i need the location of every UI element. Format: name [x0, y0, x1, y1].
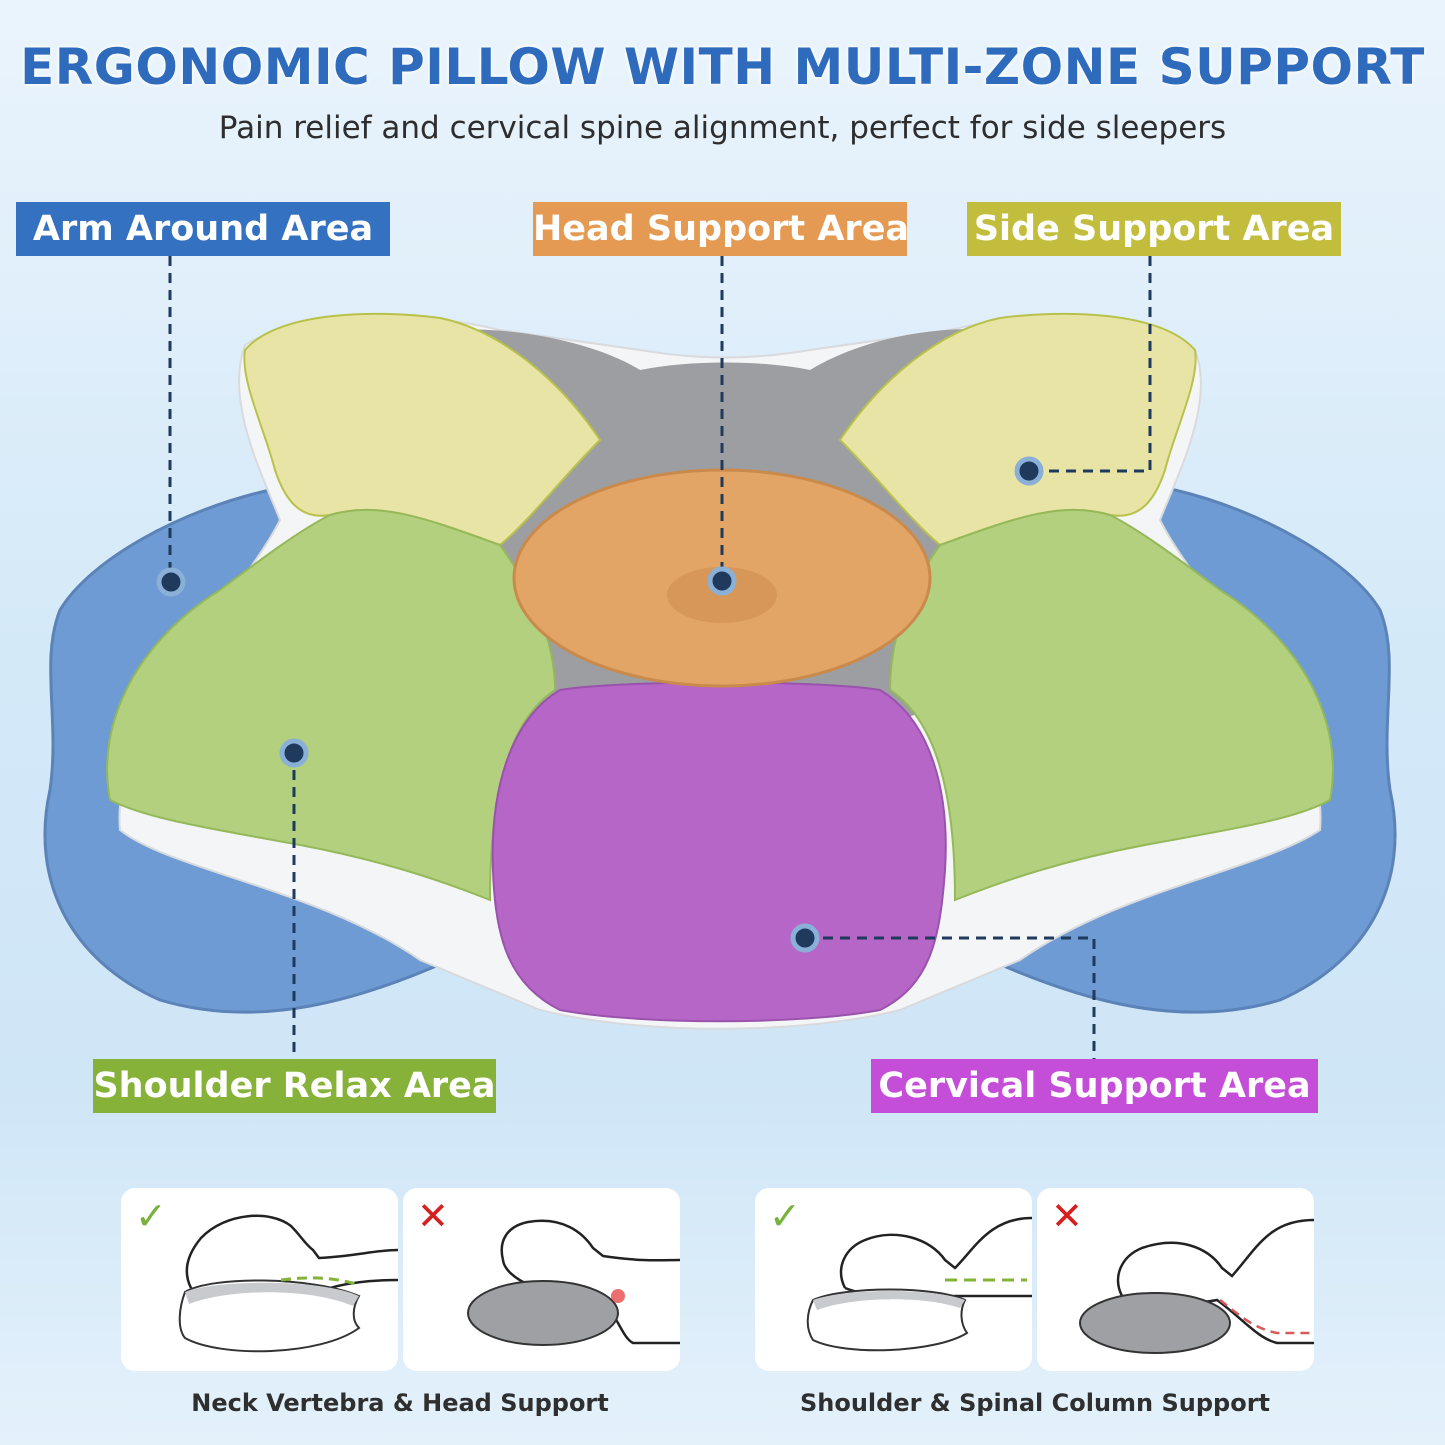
check-icon: ✓ [769, 1194, 801, 1238]
comparison-panel-correct-neck: ✓ [121, 1188, 398, 1371]
leader-line-side [1030, 256, 1152, 473]
sleeper-illustration [467, 1219, 680, 1346]
comparison-panel-incorrect-neck: ✕ [403, 1188, 680, 1371]
pillow-side-zone-left [243, 312, 602, 547]
anchor-dot-head [707, 566, 737, 596]
side-support-area-label: Side Support Area [967, 202, 1341, 256]
pillow-side-zone-right [838, 312, 1197, 547]
sleeper-illustration [806, 1216, 1032, 1352]
shoulder-relax-area-label: Shoulder Relax Area [93, 1059, 496, 1113]
page-title: ERGONOMIC PILLOW WITH MULTI-ZONE SUPPORT [20, 38, 1425, 96]
arm-around-area-label: Arm Around Area [16, 202, 390, 256]
anchor-dot-cervical [790, 923, 820, 953]
cross-icon: ✕ [417, 1194, 449, 1238]
cervical-support-area-label: Cervical Support Area [871, 1059, 1318, 1113]
anchor-dot-side [1014, 456, 1044, 486]
check-icon: ✓ [135, 1194, 167, 1238]
head-support-area-label: Head Support Area [533, 202, 909, 256]
anchor-dot-arm [156, 567, 186, 597]
sleeper-illustration [1079, 1218, 1314, 1354]
comparison-panel-correct-spine: ✓ [755, 1188, 1032, 1371]
caption-shoulder-spine-support: Shoulder & Spinal Column Support [799, 1389, 1271, 1417]
cross-icon: ✕ [1051, 1194, 1083, 1238]
pillow-cervical-zone [491, 681, 947, 1023]
caption-neck-head-support: Neck Vertebra & Head Support [191, 1389, 609, 1417]
anchor-dot-shoulder [279, 738, 309, 768]
comparison-panel-incorrect-spine: ✕ [1037, 1188, 1314, 1371]
sleeper-illustration [178, 1214, 398, 1353]
page-subtitle: Pain relief and cervical spine alignment… [218, 110, 1227, 146]
